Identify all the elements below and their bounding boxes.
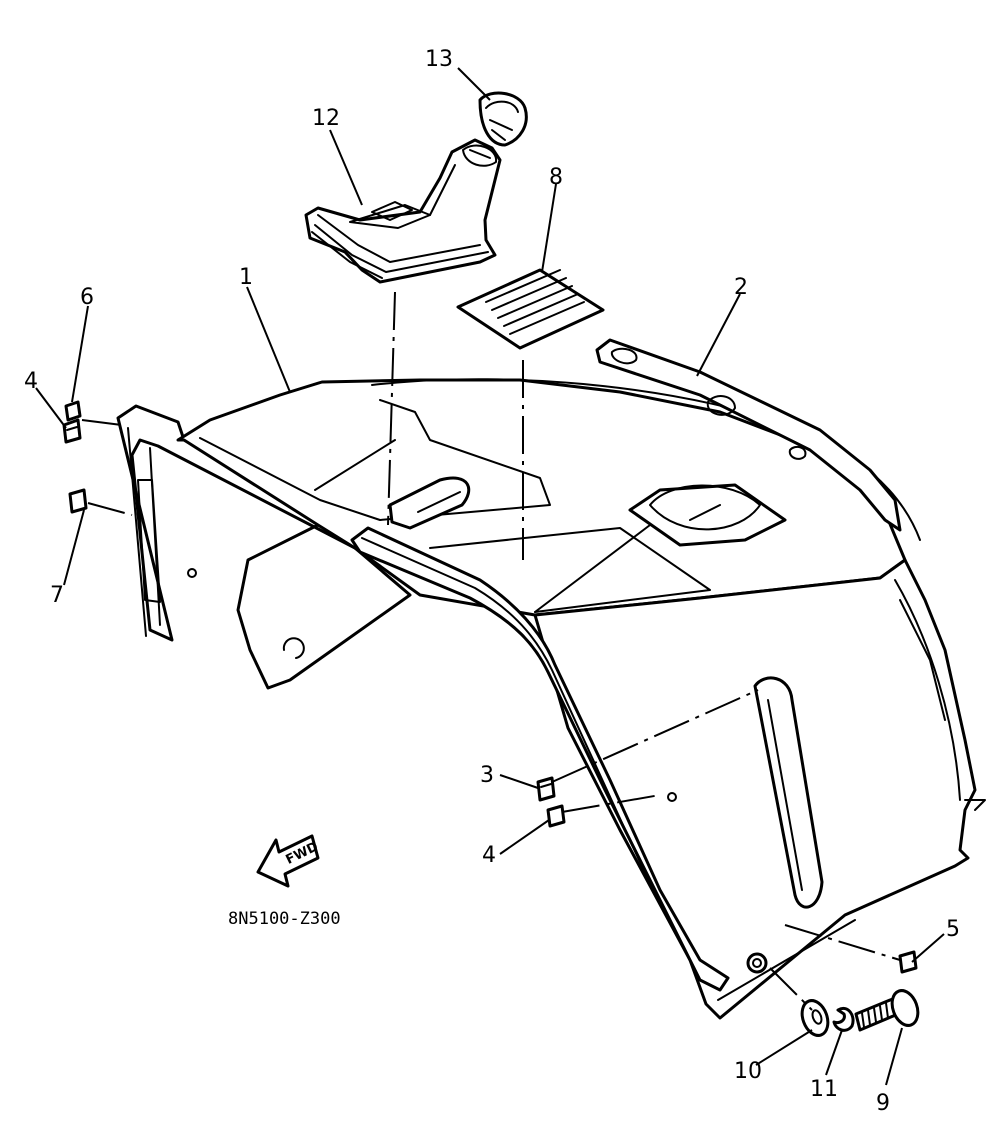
callout-13: 13 <box>425 47 453 72</box>
leader-lines <box>35 67 945 1086</box>
callout-4-left: 4 <box>24 369 38 394</box>
fwd-direction-arrow: FWD <box>256 834 321 888</box>
part-8-label-decal <box>456 268 605 350</box>
part-4-clip-center <box>546 804 566 828</box>
part-1-rear-fender-body <box>116 378 986 1020</box>
callout-5: 5 <box>946 917 960 942</box>
part-10-washer <box>800 999 830 1037</box>
callout-4-center: 4 <box>482 843 496 868</box>
part-6-clip-top-left <box>64 400 82 422</box>
callout-6: 6 <box>80 285 94 310</box>
callout-9: 9 <box>876 1091 890 1116</box>
part-4-clip-left <box>62 418 82 444</box>
assembly-lines <box>81 291 901 1011</box>
part-5-clip-right <box>898 950 918 974</box>
callout-numbers: 13 12 8 1 2 6 4 7 3 4 5 10 11 9 <box>24 47 960 1116</box>
diagram-code: 8N5100-Z300 <box>228 909 341 929</box>
part-12-tank-filler <box>304 138 502 284</box>
part-11-collar <box>832 1007 855 1032</box>
callout-3: 3 <box>480 763 494 788</box>
part-9-bolt <box>854 989 920 1032</box>
part-13-fuel-cap <box>478 91 528 147</box>
callout-12: 12 <box>312 106 340 131</box>
callout-7: 7 <box>50 583 64 608</box>
callout-1: 1 <box>239 265 253 290</box>
part-3-clip-center <box>536 776 556 802</box>
part-7-clip-left <box>68 488 88 514</box>
callout-2: 2 <box>734 275 748 300</box>
callout-11: 11 <box>810 1077 838 1102</box>
callout-10: 10 <box>734 1059 762 1084</box>
callout-8: 8 <box>549 165 563 190</box>
